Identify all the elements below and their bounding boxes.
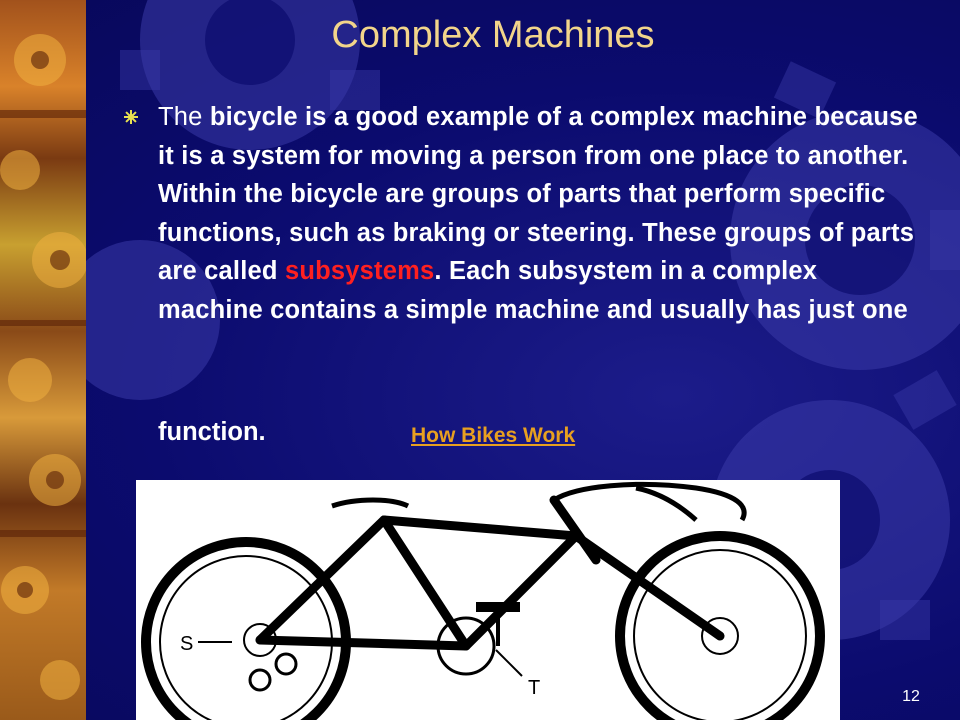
page-number: 12 bbox=[902, 688, 920, 705]
s-label: S bbox=[180, 633, 193, 655]
body-text-end: . Each subsystem in a complex machine co… bbox=[158, 257, 908, 324]
bicycle-diagram: S T bbox=[136, 480, 840, 720]
body-paragraph: The bicycle is a good example of a compl… bbox=[158, 98, 918, 329]
gears-pattern-icon bbox=[0, 34, 88, 700]
body-text-last-line: function. bbox=[158, 418, 266, 446]
gear-bullet-icon bbox=[124, 110, 138, 124]
slide-title: Complex Machines bbox=[331, 14, 655, 56]
body-text-main: bicycle is a good example of a complex m… bbox=[158, 103, 918, 285]
left-decorative-strip bbox=[0, 0, 88, 720]
t-label: T bbox=[528, 677, 540, 699]
subsystems-highlight: subsystems bbox=[284, 257, 435, 285]
how-bikes-work-link[interactable]: How Bikes Work bbox=[411, 424, 576, 447]
body-text-intro: The bbox=[158, 103, 210, 131]
bicycle-icon: S T bbox=[141, 481, 825, 720]
